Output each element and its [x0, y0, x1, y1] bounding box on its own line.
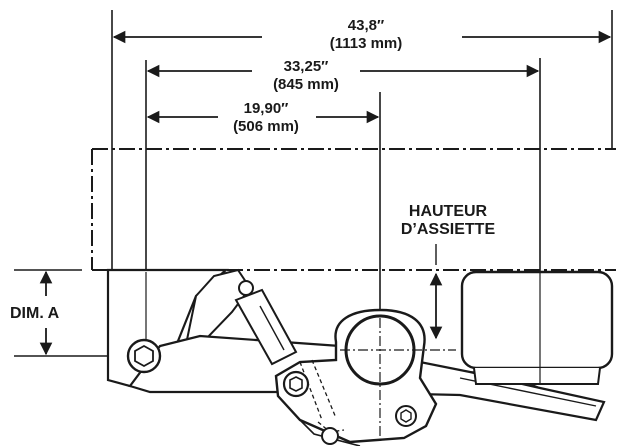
- ride-height-label-line2: D’ASSIETTE: [401, 221, 496, 238]
- dimension-arrows: [112, 30, 612, 124]
- arm-bolt: [282, 370, 310, 398]
- pivot-bolt: [126, 338, 162, 374]
- shock-absorber: [234, 288, 298, 366]
- overall-mm-label: (1113 mm): [330, 35, 403, 52]
- dim-a-label: DIM. A: [10, 305, 60, 322]
- lower-bolt: [321, 427, 339, 445]
- short-inch-label: 19,90″: [244, 100, 289, 117]
- rear-bolt: [395, 405, 417, 427]
- short-mm-label: (506 mm): [233, 118, 299, 135]
- air-spring: [460, 270, 614, 385]
- ride-height-label-line1: HAUTEUR: [409, 203, 488, 220]
- overall-inch-label: 43,8″: [348, 17, 384, 34]
- middle-inch-label: 33,25″: [284, 58, 329, 75]
- middle-mm-label: (845 mm): [273, 76, 339, 93]
- frame-rail-outline: [91, 148, 616, 271]
